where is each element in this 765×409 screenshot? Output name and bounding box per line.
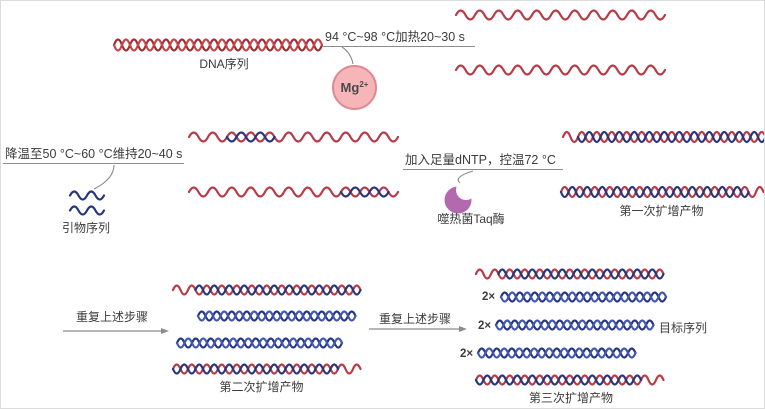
product2-label: 第二次扩增产物: [219, 380, 304, 394]
product3-helix-3: [494, 319, 655, 331]
cool-condition-text: 降温至50 °C~60 °C维持20~40 s: [5, 147, 183, 161]
product1-label: 第一次扩增产物: [619, 204, 704, 218]
product3-helix-4: [476, 347, 637, 359]
product3-helix-5: [474, 374, 665, 386]
primer-strand-2: [68, 205, 106, 216]
product1-helix-top: [561, 130, 764, 144]
heat-condition-text: 94 °C~98 °C加热20~30 s: [325, 30, 465, 44]
dntp-condition-underline: [403, 169, 563, 170]
target-sequence-label: 目标序列: [659, 321, 708, 335]
repeat-left-arrowhead: [161, 328, 169, 334]
product2-helix-1: [171, 284, 362, 296]
product3-helix-1: [474, 268, 665, 280]
denatured-strand-bottom: [454, 64, 667, 76]
template-with-primer-right: [187, 186, 400, 198]
product2-helix-4: [171, 363, 362, 375]
product1-helix-bottom: [559, 185, 764, 199]
multiplier-row2: 2×: [482, 291, 496, 303]
product2-helix-2: [196, 310, 357, 322]
primer-sequence-label: 引物序列: [61, 221, 110, 235]
multiplier-row4: 2×: [460, 348, 474, 360]
product2-helix-3: [175, 337, 344, 349]
product3-helix-2: [499, 291, 668, 303]
primer-strand-1: [68, 190, 106, 201]
mg-ion-charge: 2+: [359, 79, 369, 89]
connector-taq: [457, 170, 474, 184]
mg-ion-text: Mg: [340, 80, 360, 95]
heat-condition-underline: [322, 46, 475, 47]
taq-enzyme-icon: [444, 181, 476, 214]
cool-condition-underline: [3, 163, 184, 164]
connector-mg: [341, 46, 354, 65]
repeat-right-arrowhead: [459, 326, 467, 332]
repeat-steps-right-label: 重复上述步骤: [379, 312, 452, 326]
repeat-steps-left-label: 重复上述步骤: [76, 310, 149, 324]
product3-label: 第三次扩增产物: [528, 391, 613, 405]
template-with-primer-left: [187, 131, 400, 143]
taq-enzyme-label: 噬热菌Taq酶: [437, 212, 505, 226]
dna-sequence-label: DNA序列: [199, 57, 249, 71]
dna-template-helix: [112, 38, 324, 52]
connector-primer: [93, 164, 115, 190]
dntp-condition-text: 加入足量dNTP，控温72 °C: [405, 153, 556, 167]
multiplier-row3: 2×: [478, 320, 492, 332]
denatured-strand-top: [454, 9, 667, 21]
